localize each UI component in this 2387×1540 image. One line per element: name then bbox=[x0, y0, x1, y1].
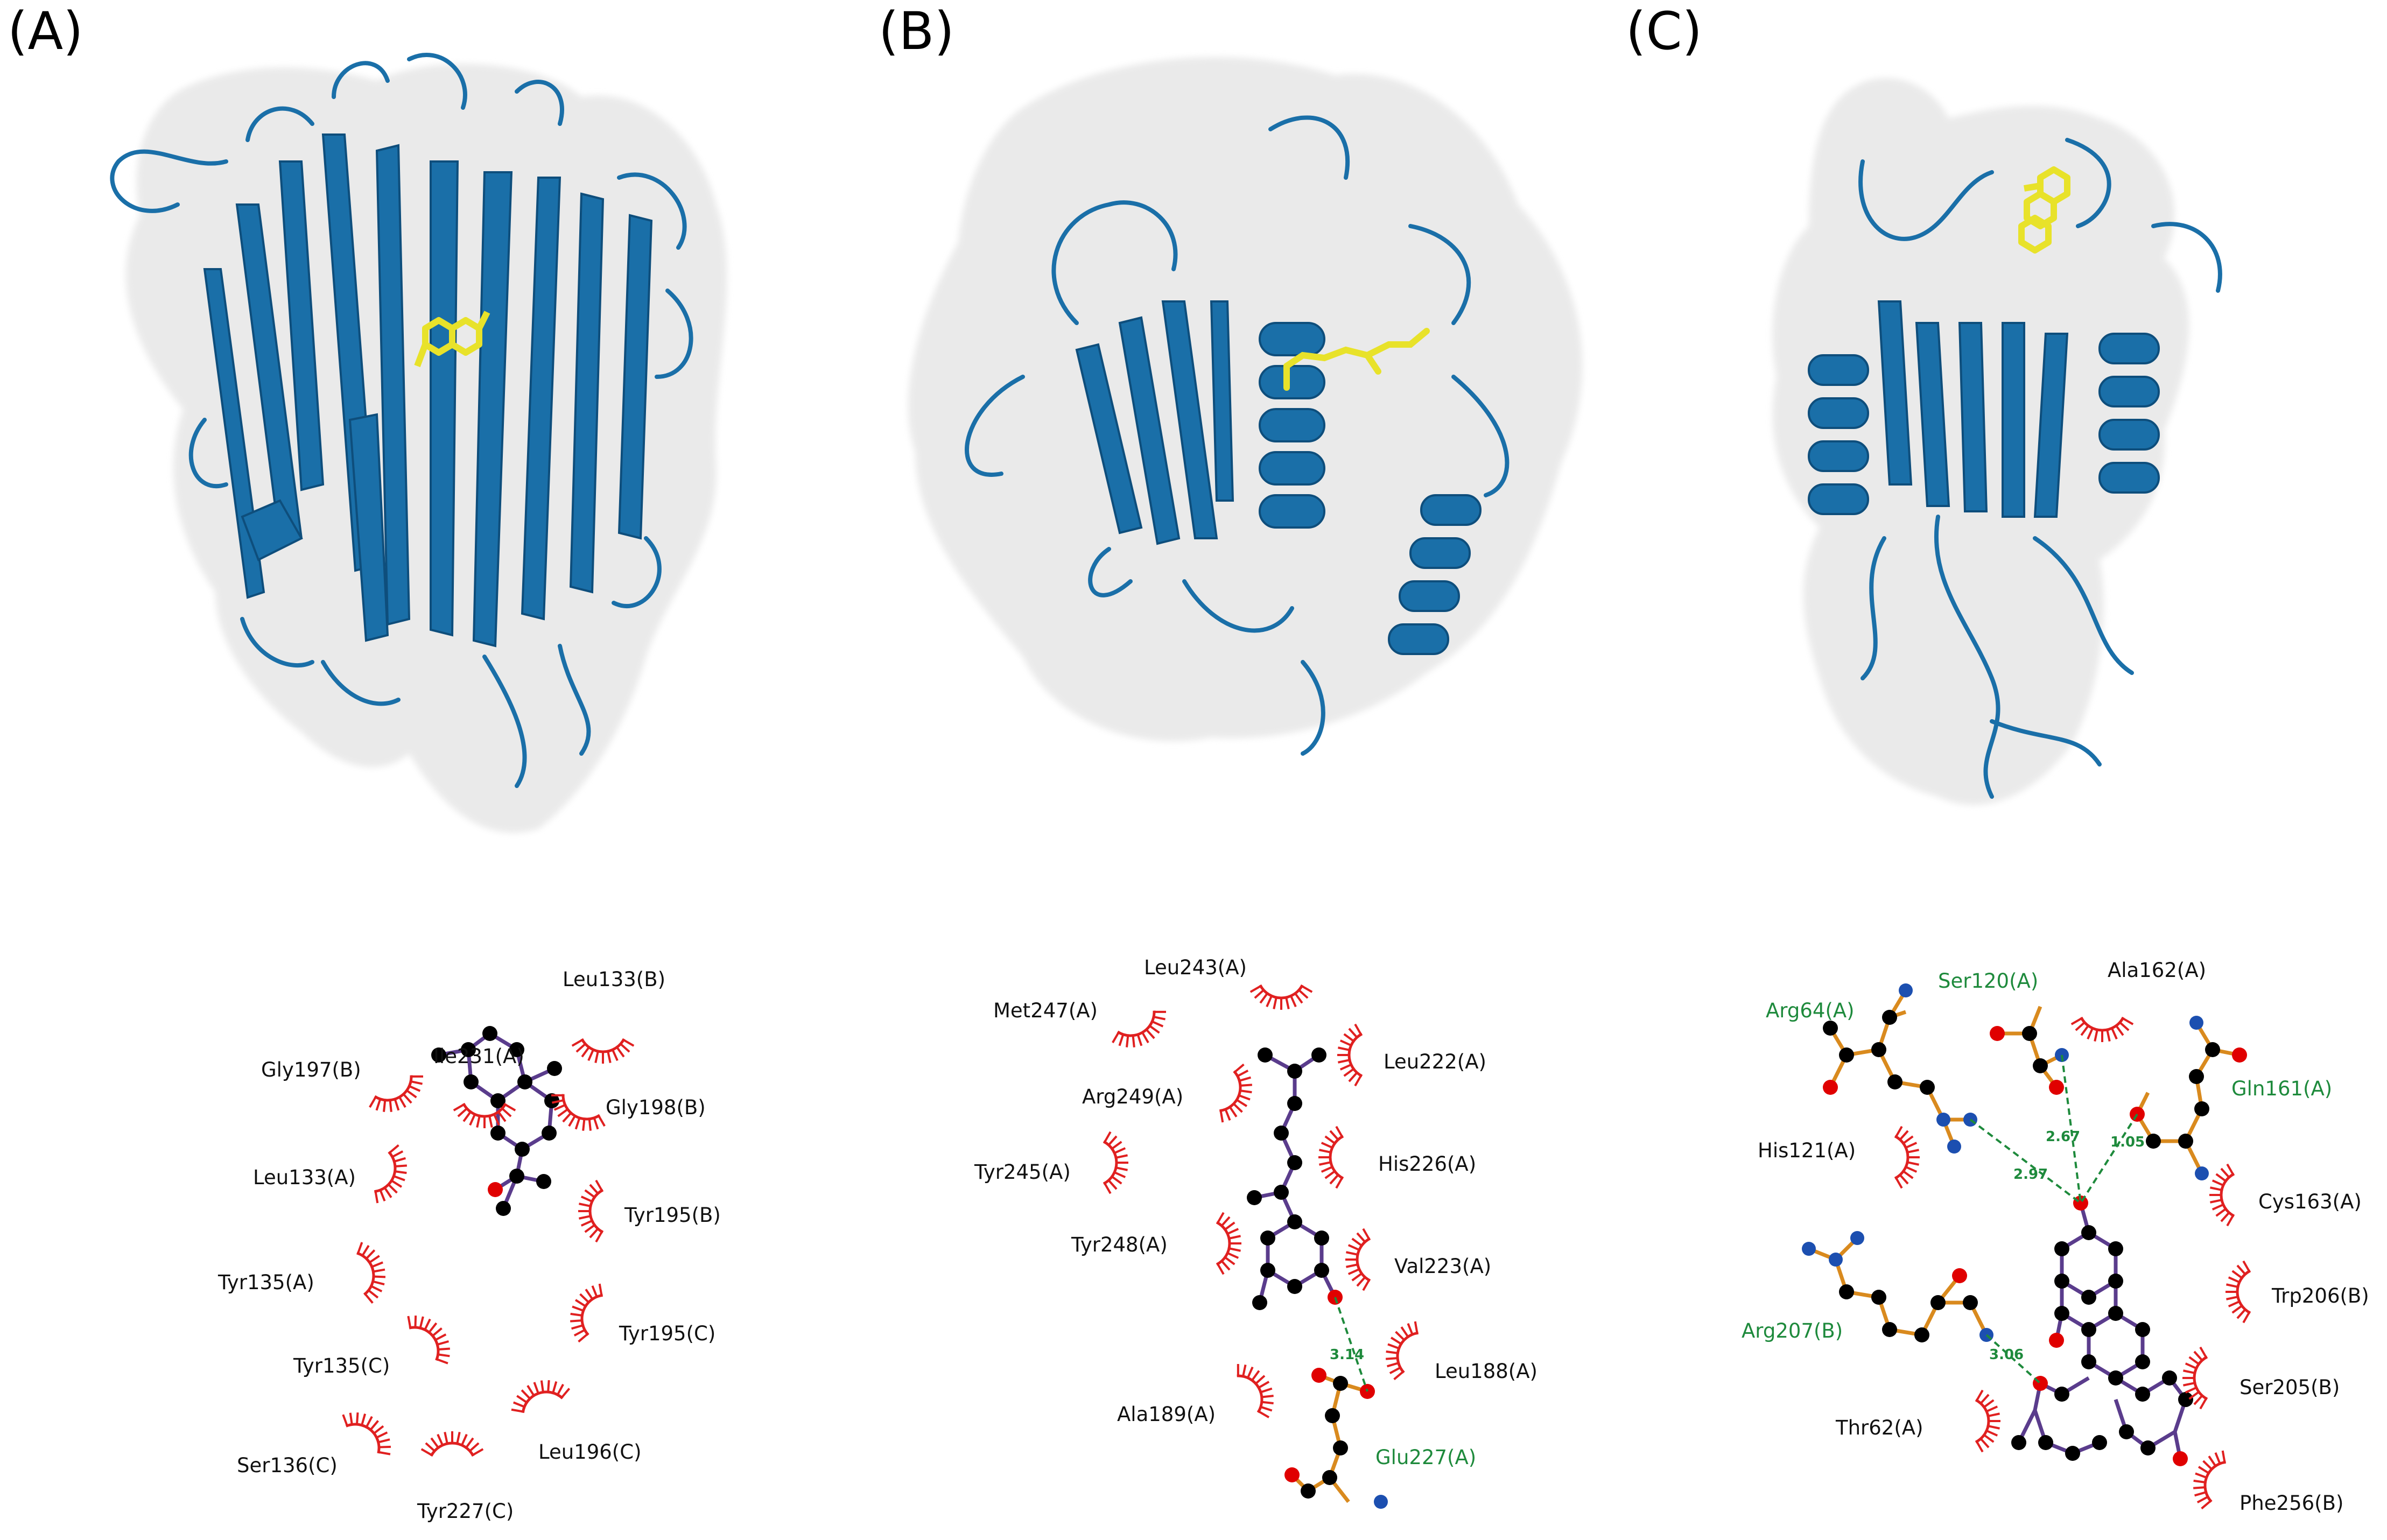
residue-label-tyr245a: Tyr245(A) bbox=[974, 1161, 1071, 1184]
residue-label-val223a: Val223(A) bbox=[1394, 1255, 1491, 1278]
residue-label-his226a: His226(A) bbox=[1378, 1152, 1476, 1176]
residue-label-leu222a: Leu222(A) bbox=[1384, 1050, 1486, 1073]
hbond-residue-label-arg207b: Arg207(B) bbox=[1742, 1319, 1843, 1342]
hbond-line bbox=[1334, 1297, 1368, 1392]
hydrophobic-arc-trp206b bbox=[2225, 1260, 2251, 1324]
residue-label-gly198b: Gly198(B) bbox=[606, 1096, 706, 1119]
residue-label-leu243a: Leu243(A) bbox=[1144, 956, 1247, 979]
hydrophobic-arc-gly197b bbox=[369, 1075, 424, 1112]
hydrophobic-arc-phe256b bbox=[2193, 1450, 2227, 1510]
hydrophobic-arc-leu222a bbox=[1337, 1023, 1363, 1087]
hbond-distance-c-0: 2.67 bbox=[2046, 1129, 2080, 1145]
hydrophobic-arc-ala189a bbox=[1237, 1363, 1274, 1418]
structure-a bbox=[110, 53, 727, 833]
residue-label-ser136c: Ser136(C) bbox=[237, 1454, 338, 1477]
residue-label-ala189a: Ala189(A) bbox=[1117, 1403, 1216, 1426]
structure-b bbox=[908, 57, 1583, 756]
hbond-residue-label-arg64a: Arg64(A) bbox=[1766, 999, 1855, 1022]
surface-a bbox=[125, 64, 727, 833]
residue-label-tyr248a: Tyr248(A) bbox=[1071, 1233, 1168, 1256]
hbond-residue-label-ser120a: Ser120(A) bbox=[1938, 969, 2038, 993]
hydrophobic-arc-arg249a bbox=[1219, 1063, 1252, 1123]
residue-label-tyr195c: Tyr195(C) bbox=[619, 1322, 715, 1345]
hbond-distance-c-2: 2.97 bbox=[2013, 1166, 2048, 1183]
residue-label-thr62a: Thr62(A) bbox=[1835, 1416, 1923, 1439]
residue-label-leu196c: Leu196(C) bbox=[538, 1440, 642, 1464]
panel-label-b: (B) bbox=[879, 1, 954, 61]
interaction-diagram-b bbox=[1247, 1047, 1388, 1509]
residue-glu227 bbox=[1284, 1368, 1388, 1509]
hydrophobic-arc-his226a bbox=[1318, 1126, 1344, 1189]
hbond-line bbox=[1985, 1334, 2041, 1384]
residue-label-leu133b: Leu133(B) bbox=[563, 968, 665, 991]
residue-label-tyr195b: Tyr195(B) bbox=[624, 1204, 721, 1227]
residue-label-leu188a: Leu188(A) bbox=[1435, 1360, 1537, 1383]
hydrophobic-arc-tyr245a bbox=[1103, 1131, 1128, 1194]
interaction-diagram-c bbox=[1802, 983, 2247, 1466]
hbond-distance-c-1: 1.05 bbox=[2110, 1134, 2145, 1150]
hydrophobic-arc-leu243a bbox=[1249, 984, 1313, 1010]
residue-ser120 bbox=[1990, 1005, 2069, 1095]
residue-label-tyr135c: Tyr135(C) bbox=[293, 1354, 390, 1377]
ligand-b bbox=[1247, 1047, 1343, 1310]
panel-label-c: (C) bbox=[1626, 1, 1702, 61]
hydrophobic-contacts bbox=[342, 984, 2251, 1510]
residue-label-gly197b: Gly197(B) bbox=[261, 1058, 361, 1081]
hydrophobic-arc-tyr195c bbox=[570, 1283, 603, 1343]
residue-label-ala162a: Ala162(A) bbox=[2108, 959, 2206, 982]
residue-arg207 bbox=[1802, 1231, 1993, 1342]
hydrophobic-arc-leu188a bbox=[1386, 1321, 1419, 1381]
hydrophobic-arc-his121a bbox=[1894, 1126, 1920, 1189]
residue-label-arg249a: Arg249(A) bbox=[1082, 1085, 1183, 1108]
residue-label-ser205b: Ser205(B) bbox=[2239, 1376, 2340, 1399]
residue-label-met247a: Met247(A) bbox=[993, 999, 1098, 1022]
ligand-a bbox=[431, 1026, 562, 1216]
hbond-line bbox=[1969, 1119, 2082, 1204]
hbond-residue-label-gln161a: Gln161(A) bbox=[2231, 1077, 2332, 1100]
hydrophobic-arc-tyr227c bbox=[420, 1431, 484, 1457]
surface-b bbox=[908, 57, 1583, 741]
structure-c bbox=[1772, 78, 2222, 805]
hydrophobic-arc-ser205b bbox=[2182, 1346, 2208, 1410]
residue-labels: Leu133(B) Gly197(B) Ile231(A) Gly198(B) Leu1… bbox=[217, 956, 2369, 1523]
residue-label-leu133a: Leu133(A) bbox=[253, 1166, 356, 1189]
residue-label-cys163a: Cys163(A) bbox=[2258, 1190, 2362, 1213]
ligand-c bbox=[2011, 1196, 2193, 1466]
hydrophobic-arc-leu133b bbox=[571, 1038, 635, 1064]
hydrophobic-arc-leu133a bbox=[374, 1144, 407, 1204]
residue-label-phe256b: Phe256(B) bbox=[2239, 1492, 2343, 1515]
hydrophobic-arc-tyr195b bbox=[578, 1179, 604, 1243]
residue-label-tyr227c: Tyr227(C) bbox=[417, 1500, 514, 1523]
hydrophobic-arc-thr62a bbox=[1975, 1389, 2000, 1453]
hydrophobic-arc-leu196c bbox=[511, 1380, 571, 1414]
residue-label-his121a: His121(A) bbox=[1758, 1139, 1856, 1162]
hydrophobic-arc-tyr248a bbox=[1216, 1212, 1241, 1275]
hbond-residue-label-glu227a: Glu227(A) bbox=[1375, 1446, 1476, 1469]
residue-label-ile231a: Ile231(A) bbox=[433, 1045, 524, 1068]
hydrophobic-arc-met247a bbox=[1112, 1010, 1167, 1047]
hydrophobic-arc-ile231a bbox=[453, 1102, 516, 1128]
hydrophobic-arc-gly198b bbox=[551, 1094, 606, 1131]
hydrophobic-arc-cys163a bbox=[2209, 1163, 2235, 1227]
hbond-distance-b-0: 3.14 bbox=[1330, 1347, 1364, 1363]
residue-gln161 bbox=[2130, 1016, 2247, 1180]
hbond-line bbox=[2080, 1113, 2138, 1204]
hydrophobic-arc-ser136c bbox=[342, 1412, 391, 1455]
residue-label-trp206b: Trp206(B) bbox=[2271, 1284, 2369, 1307]
panel-label-a: (A) bbox=[8, 1, 83, 61]
hydrophobic-arc-ala162a bbox=[2070, 1016, 2134, 1042]
hydrophobic-arc-val223a bbox=[1345, 1228, 1371, 1291]
interaction-diagram-a bbox=[431, 1026, 562, 1216]
hbond-line bbox=[2061, 1054, 2082, 1204]
residue-label-tyr135a: Tyr135(A) bbox=[217, 1271, 314, 1294]
hydrophobic-arc-tyr135a bbox=[356, 1242, 386, 1304]
hydrogen-bonds bbox=[1334, 1054, 2138, 1392]
hbond-distance-c-3: 3.06 bbox=[1989, 1347, 2024, 1363]
hydrophobic-arc-tyr135c bbox=[407, 1315, 450, 1365]
